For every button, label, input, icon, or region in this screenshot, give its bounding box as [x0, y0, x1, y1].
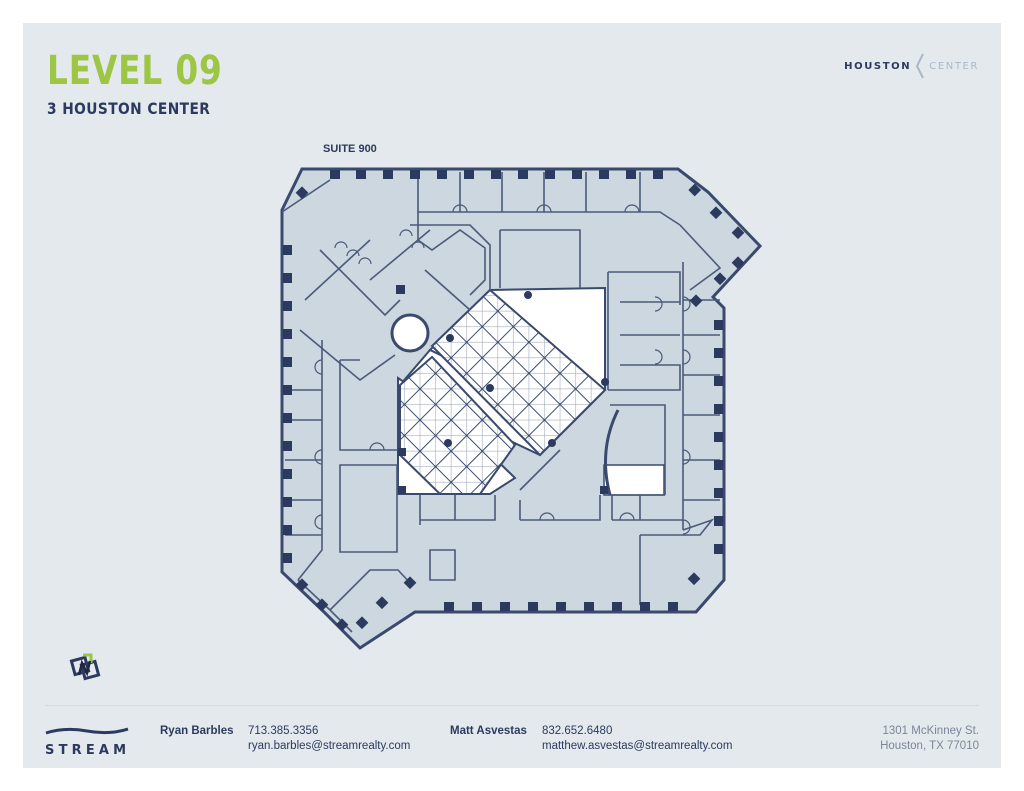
contact-name: Matt Asvestas [450, 725, 527, 737]
contact-phone[interactable]: 713.385.3356 [248, 725, 319, 737]
chevron-left-icon [916, 53, 925, 79]
door-swings [314, 204, 691, 535]
brand-left-text: HOUSTON [844, 60, 912, 72]
contact-email[interactable]: ryan.barbles@streamrealty.com [248, 740, 411, 752]
contact-name: Ryan Barbles [160, 725, 234, 737]
footer-divider [45, 705, 979, 706]
footer: STREAM Ryan Barbles 713.385.3356 ryan.ba… [23, 713, 1001, 763]
structural-columns [283, 170, 745, 632]
stream-wordmark: STREAM [45, 743, 131, 758]
contact-phone[interactable]: 832.652.6480 [542, 725, 613, 737]
address-line-1: 1301 McKinney St. [882, 725, 979, 737]
level-title: LEVEL 09 [47, 48, 223, 94]
houston-center-logo: HOUSTON CENTER [844, 53, 979, 79]
brand-right-text: CENTER [929, 60, 979, 72]
floor-plan-drawing [280, 167, 763, 650]
suite-label: SUITE 900 [323, 143, 377, 155]
wave-icon [45, 727, 129, 735]
building-core [390, 286, 665, 496]
stream-logo: STREAM [45, 723, 135, 758]
address-line-2: Houston, TX 77010 [880, 740, 979, 752]
stream-mark-logo [69, 651, 101, 688]
floor-plan-sheet: LEVEL 09 3 HOUSTON CENTER HOUSTON CENTER… [23, 23, 1001, 768]
building-address: 1301 McKinney St. Houston, TX 77010 [880, 724, 979, 754]
contact-email[interactable]: matthew.asvestas@streamrealty.com [542, 740, 733, 752]
building-name: 3 HOUSTON CENTER [47, 99, 211, 118]
